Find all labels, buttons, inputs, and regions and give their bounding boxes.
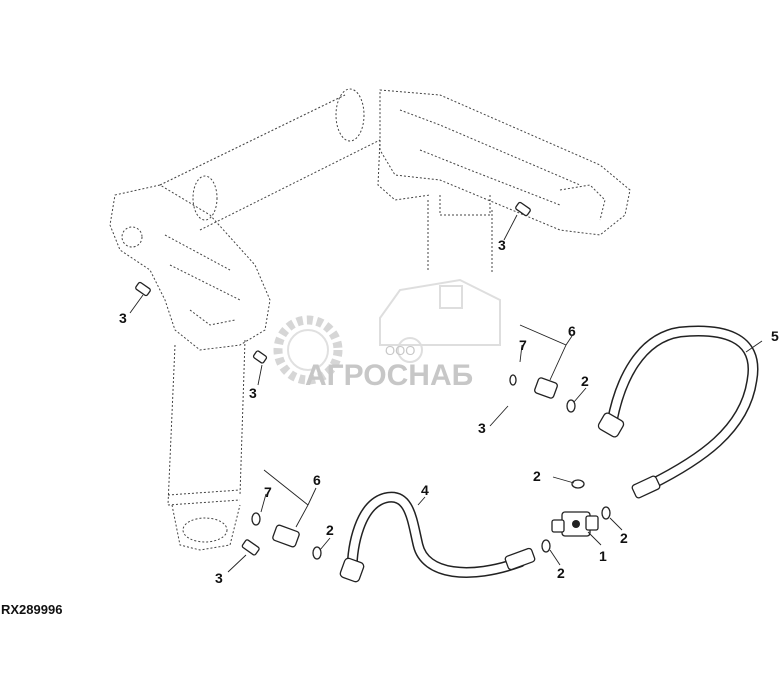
watermark-name: АГРОСНАБ xyxy=(305,359,473,392)
callouts: 3 3 3 3 3 7 6 2 7 6 2 4 5 2 1 2 2 xyxy=(119,237,779,586)
callout-2-bottom: 2 xyxy=(557,565,565,581)
callout-3-upper-right: 3 xyxy=(498,237,506,253)
callout-6-left: 6 xyxy=(313,472,321,488)
callout-3-lower-left: 3 xyxy=(215,570,223,586)
hose-5 xyxy=(597,325,759,499)
callout-5: 5 xyxy=(771,328,779,344)
callout-3-center: 3 xyxy=(249,385,257,401)
callout-1: 1 xyxy=(599,548,607,564)
callout-3-lower-center: 3 xyxy=(478,420,486,436)
callout-2-left: 2 xyxy=(326,522,334,538)
combine-harvester-icon xyxy=(379,278,501,363)
leader-lines xyxy=(129,214,763,573)
figure-id: RX289996 xyxy=(1,602,62,617)
callout-2-right-upper: 2 xyxy=(581,373,589,389)
callout-6-right: 6 xyxy=(568,323,576,339)
callout-7-left: 7 xyxy=(264,484,272,500)
tee-fitting xyxy=(551,511,599,537)
callout-3-left: 3 xyxy=(119,310,127,326)
callout-2-right-lower: 2 xyxy=(620,530,628,546)
seals xyxy=(251,374,517,526)
callout-7-right: 7 xyxy=(519,337,527,353)
watermark-prefix: ООО xyxy=(385,343,415,358)
o-rings xyxy=(312,399,611,560)
gear-icon xyxy=(273,315,343,385)
hose-4 xyxy=(339,491,536,583)
machine-frame-outline xyxy=(109,88,631,551)
grease-fittings xyxy=(135,201,531,556)
adapter-fittings xyxy=(272,377,558,548)
watermark: ООО АГРОСНАБ xyxy=(273,278,501,392)
callout-2-near-tee: 2 xyxy=(533,468,541,484)
callout-4: 4 xyxy=(421,482,429,498)
